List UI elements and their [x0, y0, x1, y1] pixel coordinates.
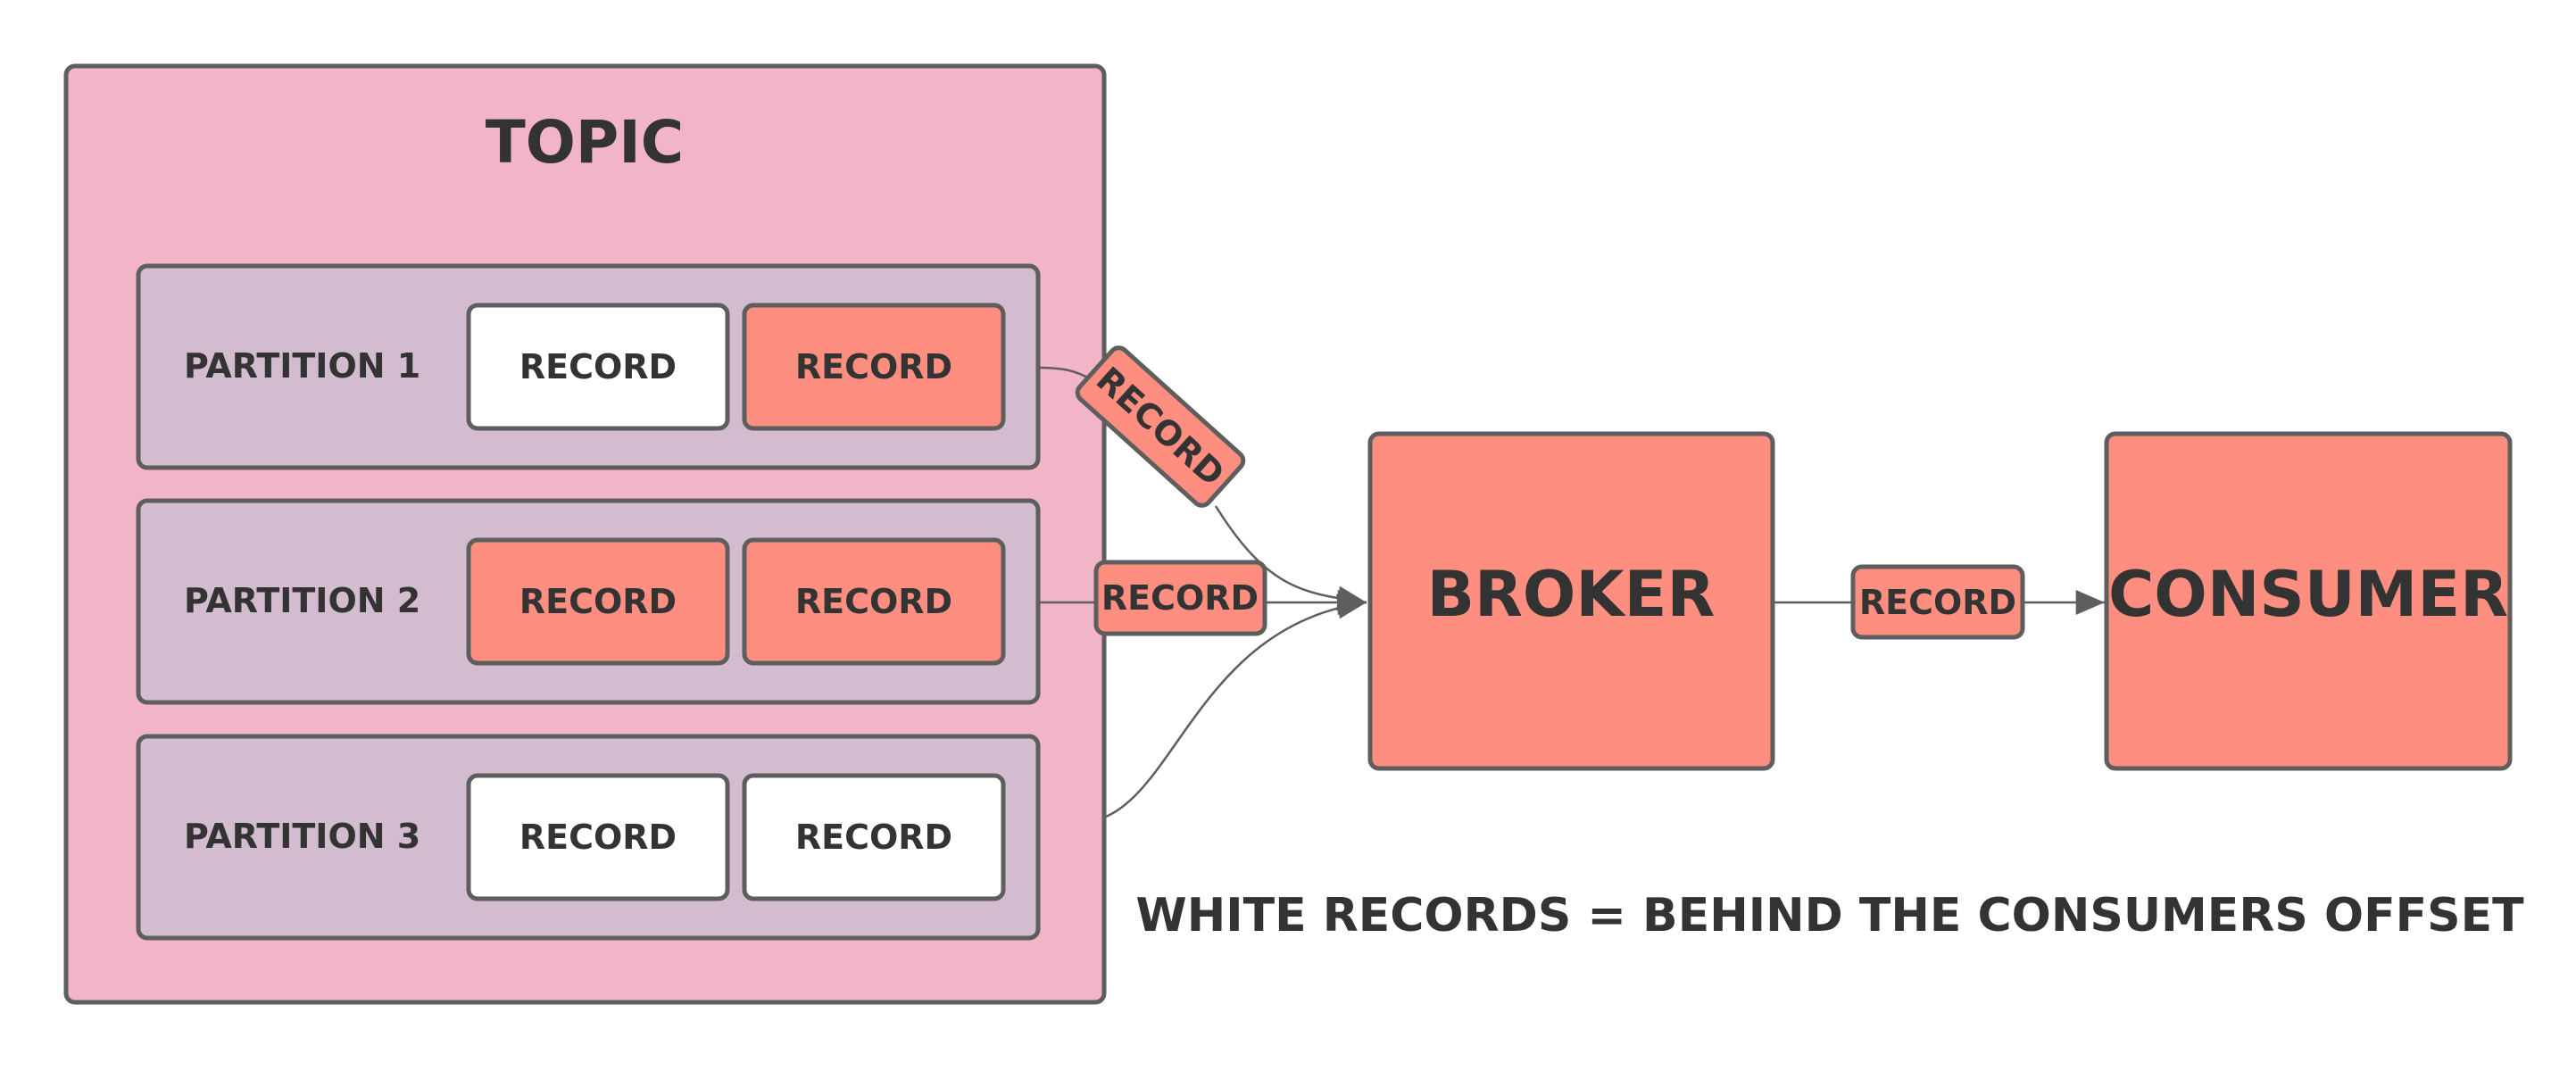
- topic-title: TOPIC: [486, 108, 685, 177]
- record-box: [742, 537, 1006, 666]
- record-label: RECORD: [795, 347, 952, 386]
- record-active: RECORD: [466, 537, 730, 666]
- partition-label: PARTITION 1: [184, 346, 420, 386]
- in-flight-record-p2: RECORD: [1093, 560, 1267, 636]
- consumer-node: CONSUMER: [2104, 431, 2513, 771]
- record-active: RECORD: [742, 537, 1006, 666]
- consumer-label: CONSUMER: [2108, 558, 2508, 631]
- partition-3: PARTITION 3 RECORD RECORD: [136, 734, 1041, 941]
- record-label: RECORD: [795, 818, 952, 857]
- partition-1: PARTITION 1 RECORD RECORD: [136, 263, 1041, 470]
- broker-node: BROKER: [1367, 431, 1775, 771]
- record-behind: RECORD: [466, 303, 730, 431]
- record-box: [466, 537, 730, 666]
- record-label: RECORD: [519, 347, 677, 386]
- in-flight-record-broker-consumer: RECORD: [1850, 564, 2025, 640]
- record-label: RECORD: [519, 582, 677, 621]
- partition-label: PARTITION 3: [184, 817, 420, 856]
- record-behind: RECORD: [466, 773, 730, 901]
- in-flight-record-label: RECORD: [1101, 578, 1259, 618]
- record-box: [742, 773, 1006, 901]
- record-box: [742, 303, 1006, 431]
- in-flight-record-label: RECORD: [1859, 583, 2016, 622]
- record-box: [466, 773, 730, 901]
- partition-label: PARTITION 2: [184, 581, 420, 620]
- connector-p3-to-broker: [1105, 594, 1367, 818]
- record-box: [466, 303, 730, 431]
- record-label: RECORD: [795, 582, 952, 621]
- partition-list: PARTITION 1 RECORD RECORD PARTITION 2 RECORD…: [136, 263, 1041, 941]
- connectors: [1037, 366, 2105, 818]
- broker-label: BROKER: [1427, 558, 1716, 631]
- record-behind: RECORD: [742, 773, 1006, 901]
- partition-2: PARTITION 2 RECORD RECORD: [136, 498, 1041, 705]
- legend-note: WHITE RECORDS = BEHIND THE CONSUMERS OFF…: [1135, 889, 2524, 942]
- record-label: RECORD: [519, 818, 677, 857]
- record-active: RECORD: [742, 303, 1006, 431]
